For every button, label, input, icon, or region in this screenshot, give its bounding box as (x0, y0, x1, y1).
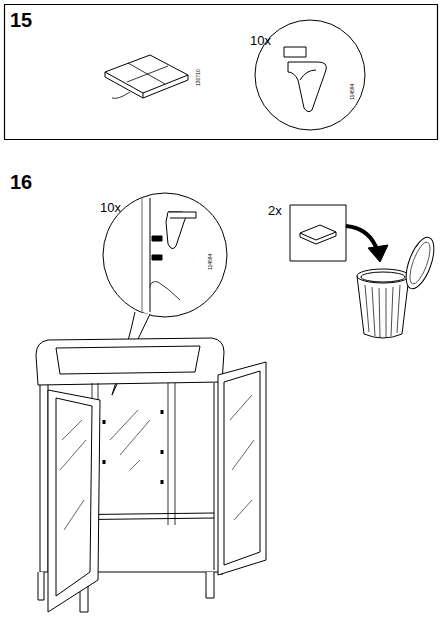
arrow-head (368, 245, 388, 262)
step-frame (5, 5, 438, 140)
magnifier-circle (103, 193, 227, 317)
quantity: 10x (250, 34, 271, 47)
step-number: 16 (10, 172, 32, 192)
quantity: 2x (268, 204, 282, 217)
clip-detail (142, 198, 196, 312)
part-number: 130710 (196, 69, 201, 86)
part-number: 114594 (208, 254, 213, 270)
clip (284, 47, 326, 112)
part-number: 114594 (350, 84, 355, 100)
parts-box (290, 205, 346, 261)
package-piece (300, 225, 336, 244)
package (105, 55, 188, 98)
cabinet (36, 338, 266, 612)
trash-can (357, 234, 440, 338)
step-number: 15 (10, 10, 32, 30)
magnifier-circle (255, 20, 365, 130)
quantity: 10x (100, 201, 121, 214)
